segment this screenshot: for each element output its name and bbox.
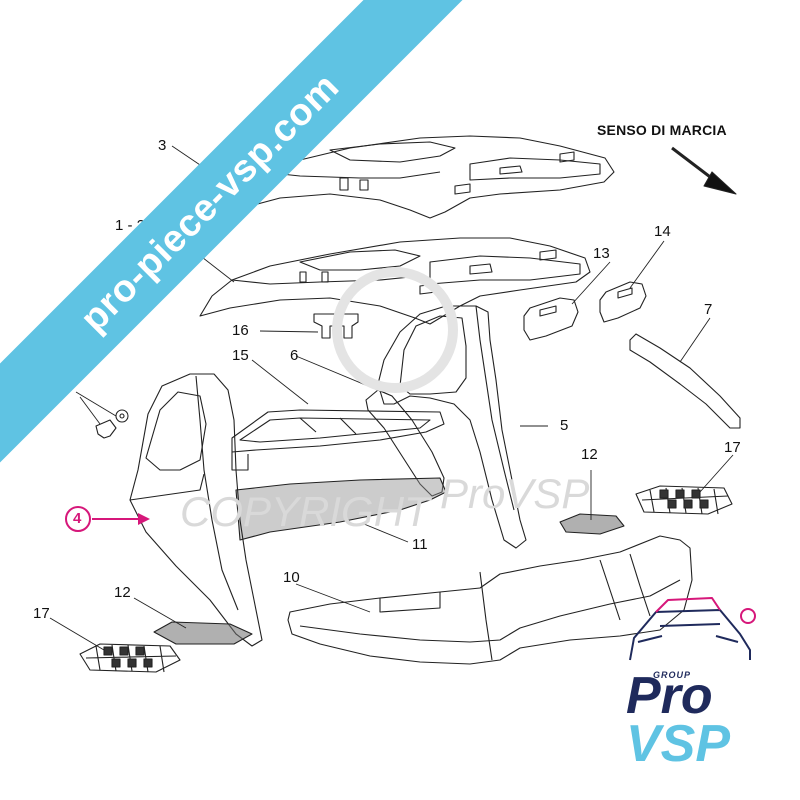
watermark-copyright: COPYRIGHT (180, 488, 430, 535)
part-11-carpet (235, 477, 447, 541)
logo-pro-text: Pro (626, 667, 713, 725)
part-17-mat-right (635, 485, 733, 515)
part-8-clip (95, 419, 117, 439)
part-16-bracket (313, 313, 359, 339)
leader-lines (49, 145, 734, 651)
callout-15: 15 (232, 347, 249, 364)
part-12-mat-center (559, 513, 625, 535)
callout-12-left: 12 (114, 584, 131, 601)
part-5-pillar (377, 305, 527, 549)
callout-11: 11 (412, 536, 428, 553)
callout-10: 10 (283, 569, 300, 586)
callout-6: 6 (290, 347, 299, 364)
part-7-trim (629, 333, 741, 429)
part-1-2-headliner (199, 237, 591, 325)
callout-17-left: 17 (33, 605, 50, 622)
watermark-brand: ProVSP (440, 470, 590, 517)
part-4-quarter-trim (129, 373, 263, 647)
direction-label: SENSO DI MARCIA (597, 122, 727, 138)
part-17-mat-left (79, 643, 181, 673)
callout-4-circle (65, 506, 91, 532)
callout-12-center: 12 (581, 446, 598, 463)
car-outline-icon (629, 597, 756, 661)
callout-16: 16 (232, 322, 249, 339)
provsp-logo: GROUP Pro VSP (608, 590, 778, 770)
callout-13: 13 (593, 245, 610, 262)
part-9-washer (115, 409, 129, 423)
callout-14: 14 (654, 223, 671, 240)
callout-3: 3 (158, 137, 167, 154)
part-15-shelf (231, 409, 445, 453)
part-12-mat-left (153, 621, 253, 645)
callout-7: 7 (704, 301, 713, 318)
callout-17-right: 17 (724, 439, 741, 456)
part-14-visor (599, 281, 647, 323)
logo-group-text: GROUP (653, 670, 692, 680)
callout-4: 4 (73, 510, 82, 527)
part-10-sill (287, 535, 693, 665)
callout-5: 5 (560, 417, 569, 434)
part-13-visor (523, 297, 579, 341)
logo-vsp-text: VSP (626, 715, 731, 773)
